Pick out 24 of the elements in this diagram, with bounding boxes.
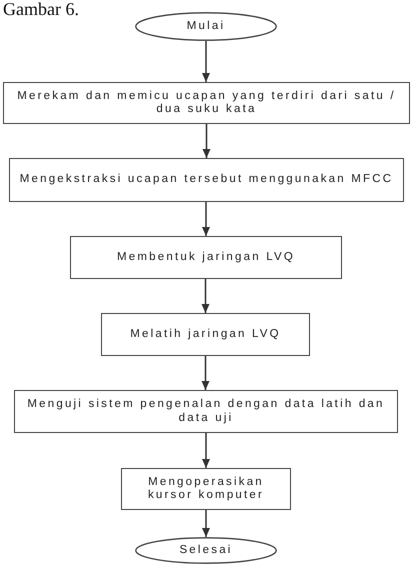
step-text: Merekam dan memicu ucapan yang terdiri dari satu / dua suku kata [16,90,396,116]
process-box [70,236,342,279]
terminator-ellipse [135,537,277,564]
terminator-label: Mulai [186,20,226,34]
arrow [202,41,210,82]
process-box [101,313,310,356]
terminator-ellipse [135,12,277,41]
process-box [3,82,410,124]
step-text: Menguji sistem pengenalan dengan data latih dan data uji [26,398,386,425]
step-text: Mengoperasikan kursor komputer [146,476,266,502]
step-text: Membentuk jaringan LVQ [117,250,295,264]
process-box [121,468,291,510]
arrow [202,356,210,390]
figure-title: Gambar 6. [3,0,79,18]
terminator-label: Selesai [179,544,233,558]
arrow [202,202,210,236]
process-box [14,390,398,433]
arrow [202,124,210,158]
arrow [202,510,210,537]
arrow [202,279,210,313]
step-text: Mengekstraksi ucapan tersebut menggunakan MFCC [20,173,394,187]
process-box [9,158,404,202]
step-text: Melatih jaringan LVQ [130,328,281,342]
arrow [202,433,210,468]
